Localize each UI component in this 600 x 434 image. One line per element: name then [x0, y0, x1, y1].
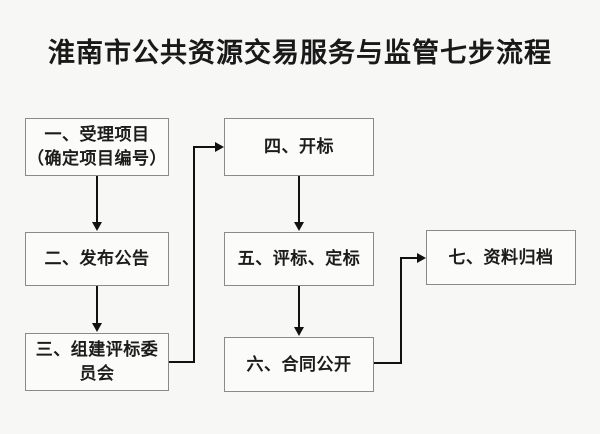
connector-3-to-4-segment-right	[169, 361, 195, 363]
flow-node-2[interactable]: 二、发布公告	[25, 232, 169, 286]
connector-2-to-3	[96, 286, 98, 324]
flow-node-4-label: 四、开标	[264, 137, 334, 156]
flow-node-1-label: 一、受理项目 （确定项目编号）	[27, 125, 167, 168]
flow-node-3-label: 三、组建评标委 员会	[35, 340, 159, 383]
connector-1-to-2	[96, 176, 98, 223]
arrow-down-icon-5-to-6	[294, 327, 304, 336]
flow-node-1[interactable]: 一、受理项目 （确定项目编号）	[25, 118, 169, 176]
flow-node-7[interactable]: 七、资料归档	[426, 230, 576, 285]
flow-node-6-label: 六、合同公开	[246, 354, 352, 374]
flow-node-5-label: 五、评标、定标	[237, 249, 361, 268]
connector-6-to-7-segment-up	[400, 258, 402, 364]
flow-node-7-label: 七、资料归档	[448, 247, 554, 267]
flow-node-3[interactable]: 三、组建评标委 员会	[25, 333, 169, 391]
arrow-down-icon-4-to-5	[294, 222, 304, 231]
connector-6-to-7-segment-into-node	[400, 257, 418, 259]
flow-node-6[interactable]: 六、合同公开	[224, 337, 374, 392]
connector-6-to-7-segment-right	[374, 362, 402, 364]
connector-5-to-6	[298, 286, 300, 328]
arrow-down-icon-2-to-3	[92, 323, 102, 332]
flow-node-4[interactable]: 四、开标	[224, 118, 374, 176]
arrow-down-icon-1-to-2	[92, 222, 102, 231]
flow-node-2-label: 二、发布公告	[44, 249, 150, 268]
connector-4-to-5	[298, 176, 300, 223]
arrow-right-icon-6-to-7	[417, 253, 426, 263]
connector-3-to-4-segment-into-node	[193, 146, 216, 148]
flow-node-5[interactable]: 五、评标、定标	[224, 232, 374, 286]
arrow-right-icon-3-to-4	[215, 142, 224, 152]
page-title: 淮南市公共资源交易服务与监管七步流程	[48, 38, 552, 68]
connector-3-to-4-segment-up	[193, 147, 195, 363]
